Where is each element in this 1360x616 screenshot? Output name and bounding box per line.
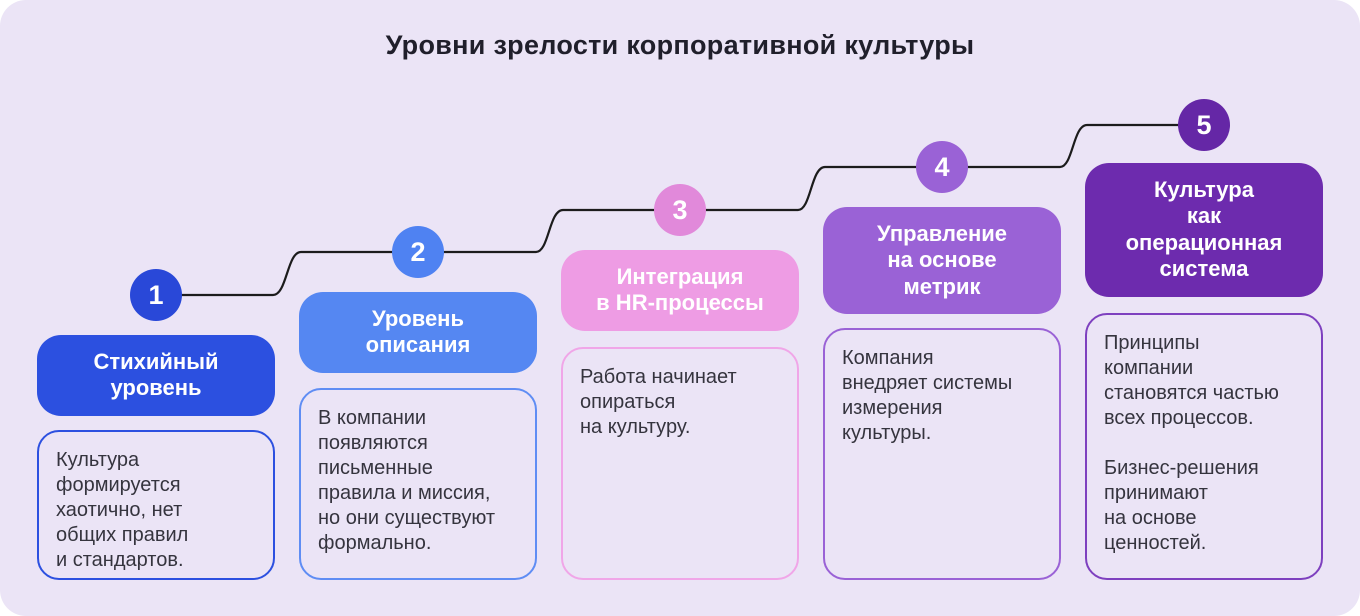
level-number-badge: 5 (1178, 99, 1230, 151)
page-title: Уровни зрелости корпоративной культуры (385, 30, 975, 60)
level-number-badge: 4 (916, 141, 968, 193)
level-description-card: В компании появляются письменные правила… (299, 388, 537, 580)
level-description-card: Культура формируется хаотично, нет общих… (37, 430, 275, 580)
level-title-card: Уровень описания (299, 292, 537, 373)
level-title-card: Культура как операционная система (1085, 163, 1323, 297)
level-title-card: Управление на основе метрик (823, 207, 1061, 315)
level-description-card: Компания внедряет системы измерения куль… (823, 328, 1061, 580)
level-description-card: Работа начинает опираться на культуру. (561, 347, 799, 580)
level-title-card: Интеграция в HR-процессы (561, 250, 799, 331)
level-description-card: Принципы компании становятся частью всех… (1085, 313, 1323, 580)
level-number-badge: 1 (130, 269, 182, 321)
level-number-badge: 3 (654, 184, 706, 236)
level-title-card: Стихийный уровень (37, 335, 275, 416)
level-number-badge: 2 (392, 226, 444, 278)
